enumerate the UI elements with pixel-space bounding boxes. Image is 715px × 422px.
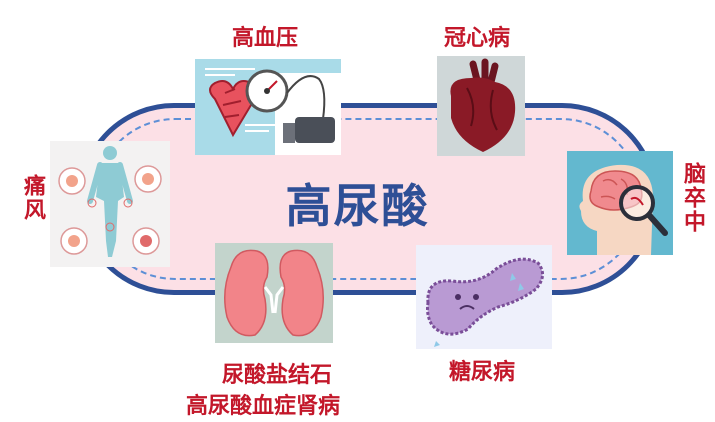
card-gout	[50, 141, 170, 267]
card-coronary	[437, 56, 525, 156]
card-kidney	[215, 243, 333, 343]
card-diabetes	[416, 245, 552, 349]
pancreas-icon	[416, 245, 552, 349]
kidneys-icon	[215, 243, 333, 343]
label-gout: 痛风	[20, 174, 45, 222]
label-kidney-line1: 尿酸盐结石	[222, 363, 333, 388]
card-hypertension	[195, 59, 341, 155]
card-stroke	[567, 151, 673, 255]
label-hypertension: 高血压	[232, 26, 299, 51]
label-coronary: 冠心病	[444, 26, 511, 51]
brain-magnifier-icon	[567, 151, 673, 255]
heart-bp-monitor-icon	[195, 59, 341, 155]
label-diabetes: 糖尿病	[449, 360, 516, 385]
center-title: 高尿酸	[285, 179, 430, 233]
label-stroke: 脑卒中	[680, 162, 705, 234]
label-kidney-line2: 高尿酸血症肾病	[186, 394, 341, 419]
body-joints-icon	[50, 141, 170, 267]
heart-icon	[437, 56, 525, 156]
